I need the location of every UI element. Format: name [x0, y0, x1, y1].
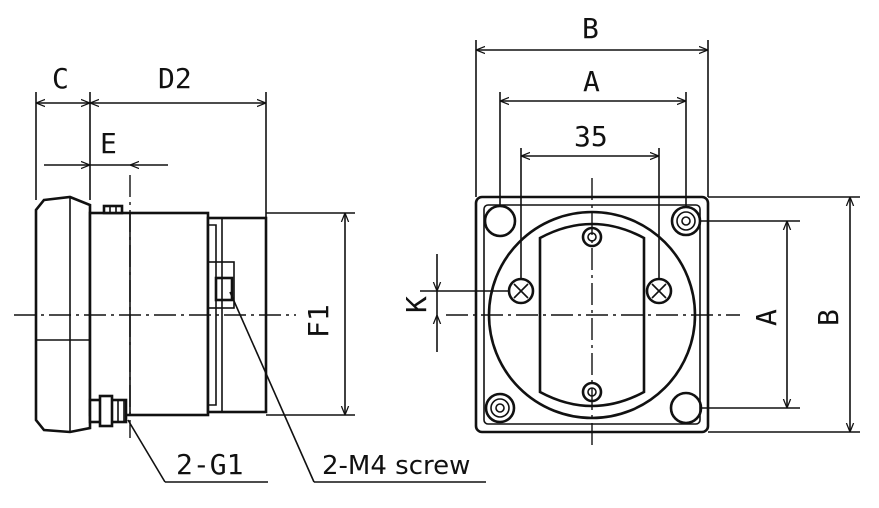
dim-f1-label: F1	[302, 304, 335, 338]
rear-screw-top	[581, 226, 603, 248]
side-case	[88, 211, 210, 417]
side-terminal-top	[102, 204, 124, 215]
side-view: C D2 E F1 2-G1 2-M4 screw	[14, 62, 486, 483]
dim-e-label: E	[100, 127, 117, 160]
dim-k-label: K	[400, 296, 433, 313]
dim-a-right-label: A	[750, 309, 783, 326]
side-terminal-bottom	[88, 394, 128, 428]
callout-terminal-label: 2-G1	[176, 448, 243, 481]
callout-screw-leader	[229, 291, 315, 483]
callout-screw-label: 2-M4 screw	[322, 451, 470, 481]
dim-c-label: C	[52, 62, 69, 95]
side-screw-housing	[207, 261, 235, 309]
callout-terminal-leader	[127, 419, 166, 483]
side-screw-head	[214, 276, 234, 302]
dim-b-right-label: B	[812, 309, 845, 326]
dim-35-label: 35	[574, 120, 608, 153]
rear-cover-plate	[538, 222, 646, 408]
rear-screw-bottom	[581, 381, 603, 403]
dim-b-top-label: B	[582, 12, 599, 45]
dim-d2-label: D2	[158, 62, 192, 95]
corner-stud-bottom-left	[484, 392, 516, 424]
rear-view: B A 35 K A B	[400, 12, 860, 450]
dim-a-top-label: A	[583, 65, 600, 98]
